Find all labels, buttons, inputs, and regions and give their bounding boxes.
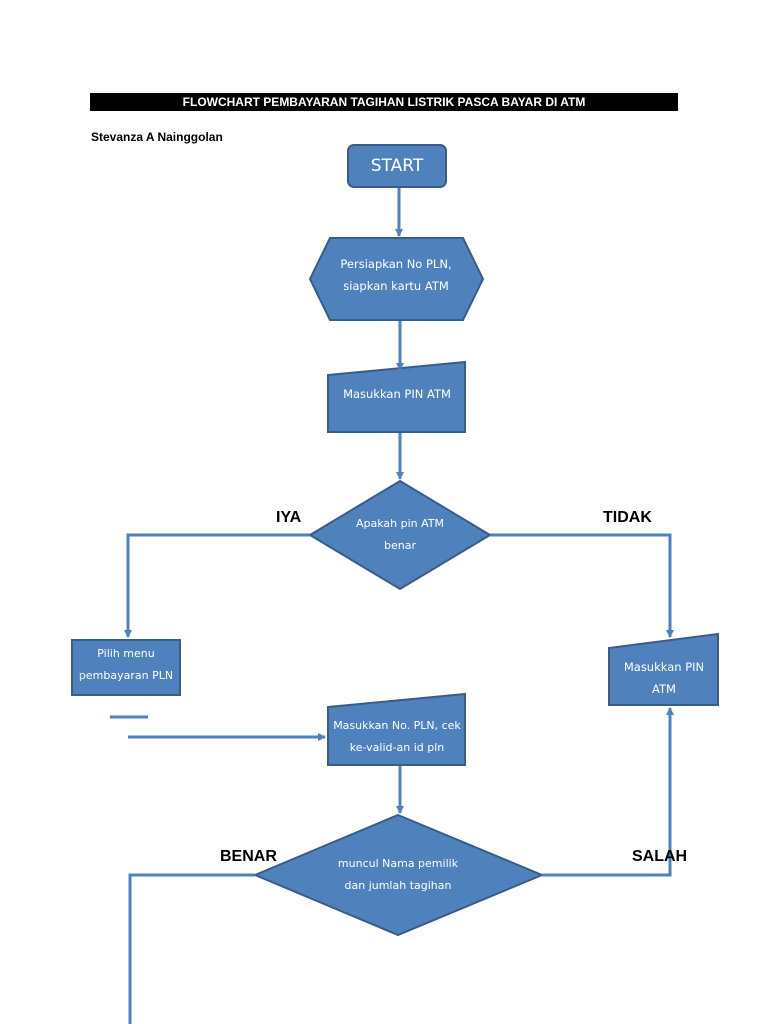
branch-correct-label: BENAR [220,848,277,865]
show-owner-label: muncul Nama pemilik dan jumlah tagihan [337,857,459,892]
prepare-node [308,237,485,321]
start-label: START [370,156,424,176]
document-title: FLOWCHART PEMBAYARAN TAGIHAN LISTRIK PAS… [90,93,678,111]
branch-wrong-label: SALAH [632,848,688,865]
branch-no-label: TIDAK [603,509,652,526]
arrow-yes [124,533,310,638]
arrow-no [490,533,674,638]
enter-pin-label: Masukkan PIN ATM [343,387,451,401]
reenter-pin-node [608,632,719,706]
branch-yes-label: IYA [276,509,302,526]
enter-pln-node [327,692,466,766]
check-pin-decision [308,479,492,591]
author-name: Stevanza A Nainggolan [91,130,223,144]
enter-pin-node [327,360,466,433]
arrow-correct [128,873,255,1024]
enter-pln-label: Masukkan No. PLN, cek ke-valid-an id pln [333,719,461,754]
arrow-wrong [542,707,674,877]
reenter-pin-label: Masukkan PIN ATM [623,660,705,696]
start-node [347,144,447,188]
choose-menu-node [71,639,181,696]
choose-menu-label: Pilih menu pembayaran PLN [78,647,174,682]
check-pin-label: Apakah pin ATM benar [355,517,445,552]
show-owner-decision [252,813,545,937]
prepare-label: Persiapkan No PLN, siapkan kartu ATM [340,257,452,293]
